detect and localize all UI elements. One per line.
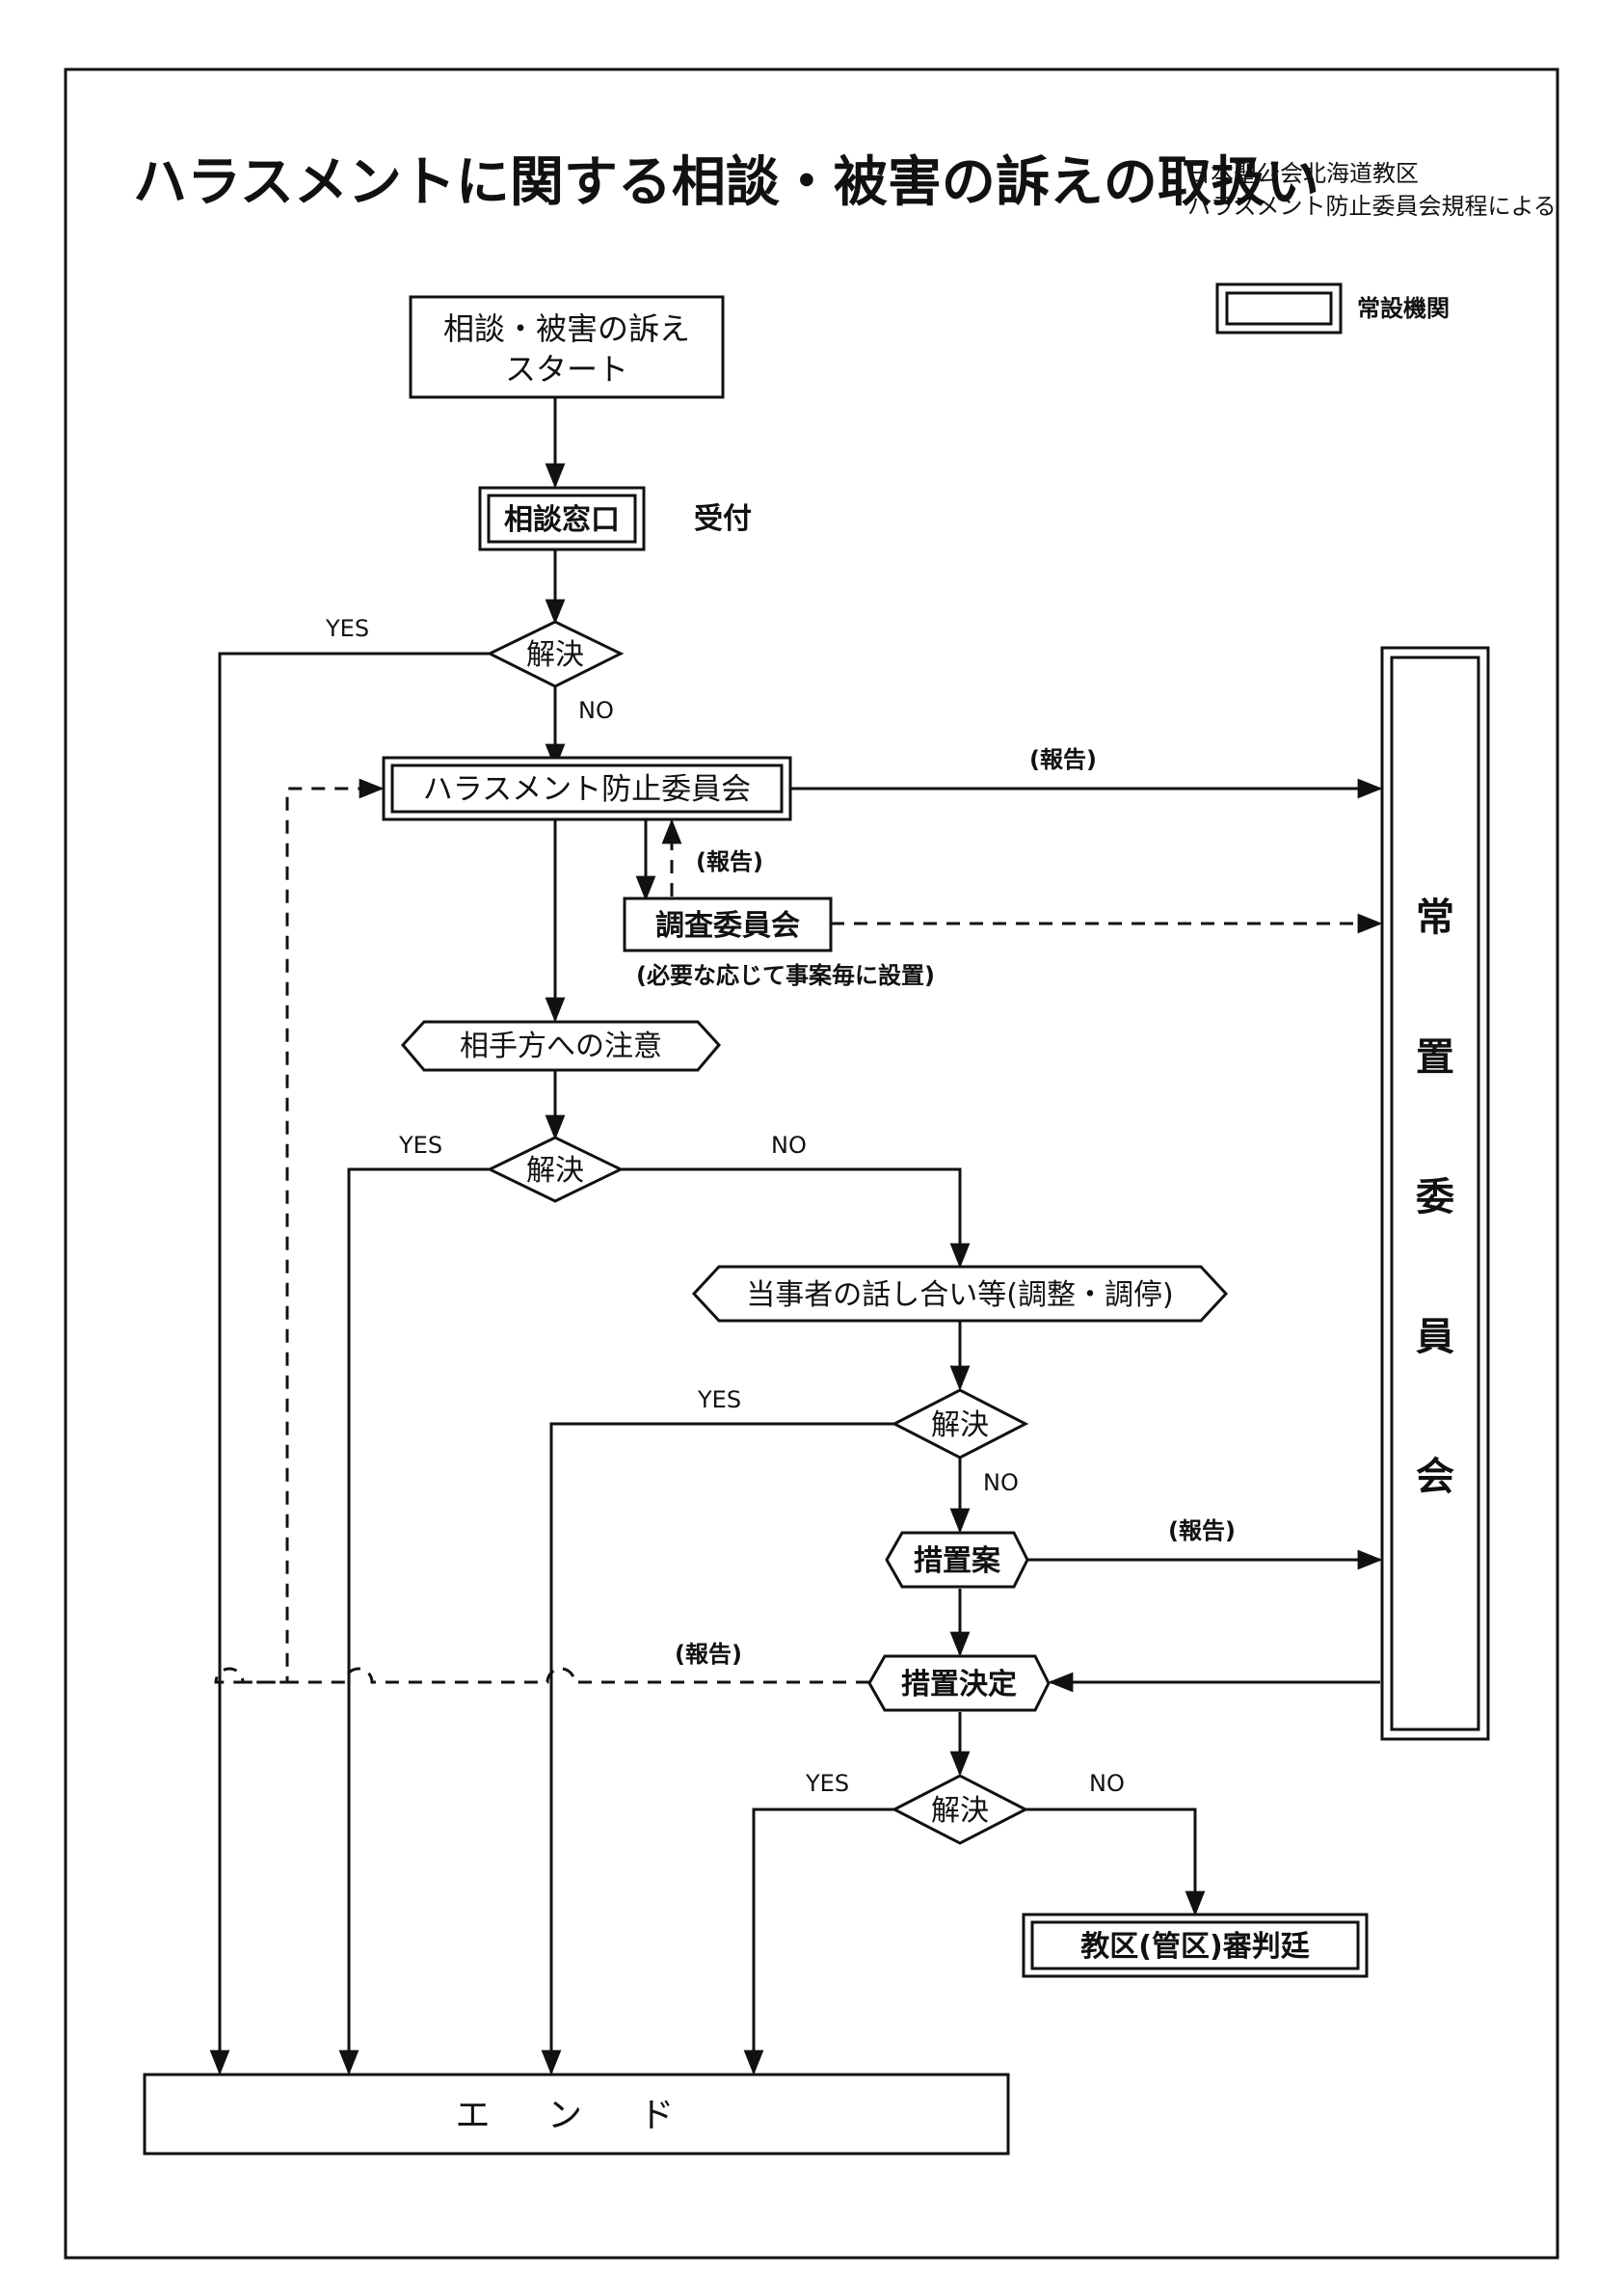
decision-1-no-label: NO [578,697,614,724]
measure-decision-label: 措置決定 [901,1668,1017,1701]
decision-1: 解決 [486,620,625,688]
diagram-title: ハラスメントに関する相談・被害の訴えの取扱い [133,151,1319,214]
decision-4: 解決 [891,1774,1029,1845]
decision-2: 解決 [486,1136,625,1203]
tribunal-node: 教区(管区)審判廷 [1022,1913,1369,1978]
source-line-1: 日本聖公会北海道教区 [1187,160,1419,187]
measure-plan-node: 措置案 [885,1531,1029,1589]
investigation-committee-label: 調査委員会 [655,909,800,943]
start-node: 相談・被害の訴え スタート [409,295,725,399]
investigation-note: (必要な応じて事案毎に設置) [636,962,935,989]
report-label-1: (報告) [1029,746,1097,773]
discussion-label: 当事者の話し合い等(調整・調停) [746,1278,1173,1312]
connectors [209,397,1383,2076]
end-node: エ ン ド [143,2073,1010,2156]
report-label-3: (報告) [1168,1517,1236,1544]
decision-3-no-label: NO [983,1469,1019,1496]
end-label: エ ン ド [456,2096,698,2135]
outer-frame [64,67,1559,2260]
start-line-2: スタート [505,351,628,388]
caution-node: 相手方への注意 [401,1020,721,1072]
source-line-2: ハラスメント防止委員会規程による [1187,193,1557,220]
standing-char-3: 委 [1416,1175,1454,1219]
start-line-1: 相談・被害の訴え [443,310,690,347]
decision-2-label: 解決 [526,1154,584,1188]
report-label-2: (報告) [696,848,763,875]
standing-char-4: 員 [1416,1315,1454,1359]
standing-committee-node: 常 置 委 員 会 [1380,646,1490,1741]
decision-4-label: 解決 [931,1794,989,1828]
measure-plan-label: 措置案 [914,1544,1001,1578]
decision-1-yes-label: YES [325,615,369,642]
decision-3-label: 解決 [931,1408,989,1442]
discussion-node: 当事者の話し合い等(調整・調停) [691,1265,1229,1323]
decision-3-yes-label: YES [697,1386,741,1413]
legend: 常設機関 [1215,282,1450,335]
consult-window-label: 相談窓口 [504,503,620,537]
standing-char-2: 置 [1416,1035,1454,1080]
decision-2-no-label: NO [771,1132,807,1159]
standing-char-1: 常 [1416,896,1454,940]
decision-4-yes-label: YES [805,1770,849,1797]
caution-label: 相手方への注意 [460,1030,662,1063]
standing-char-5: 会 [1416,1455,1454,1499]
consult-window-node: 相談窓口 [478,486,646,551]
reception-label: 受付 [694,502,752,536]
investigation-committee-node: 調査委員会 [623,897,833,952]
decision-1-label: 解決 [526,638,584,672]
legend-label: 常設機関 [1357,295,1450,322]
prevention-committee-label: ハラスメント防止委員会 [423,772,751,807]
decision-3: 解決 [891,1388,1029,1460]
prevention-committee-node: ハラスメント防止委員会 [382,756,792,821]
decision-4-no-label: NO [1089,1770,1125,1797]
report-label-4: (報告) [675,1641,742,1668]
decision-2-yes-label: YES [398,1132,442,1159]
measure-decision-node: 措置決定 [867,1654,1051,1712]
tribunal-label: 教区(管区)審判廷 [1080,1930,1309,1964]
